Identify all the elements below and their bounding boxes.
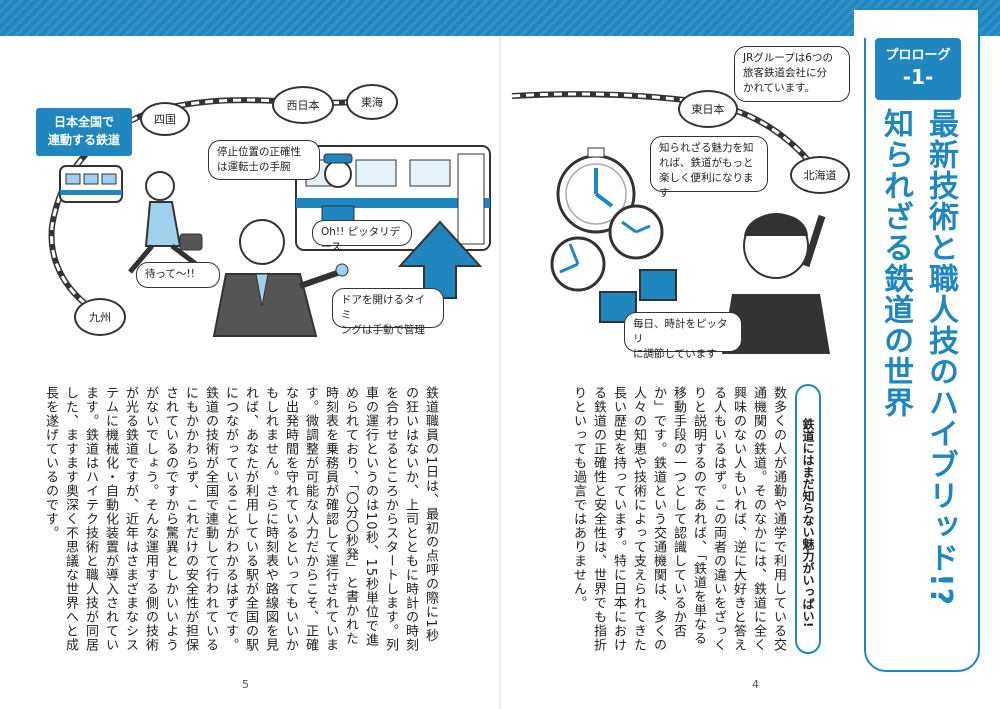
- bubble-line: JRグループは6つの: [743, 52, 833, 64]
- tag-line-1: 日本全国で: [53, 115, 114, 129]
- nationwide-railway-tag: 日本全国で 連動する鉄道: [36, 108, 132, 156]
- bubble-clock: 毎日、時計をピッタリ に調節しています: [624, 312, 742, 360]
- bubble-wait: 待って～!!: [136, 262, 220, 288]
- bubble-line: 停止位置の正確性: [217, 146, 301, 158]
- station-label: 北海道: [803, 169, 837, 182]
- bubble-jr-group: JRグループは6つの 旅客鉄道会社に分 かれています。: [734, 46, 850, 102]
- prologue-number: -1-: [902, 65, 934, 89]
- bubble-charm: 知られざる魅力を知 れば、鉄道がもっと 楽しく便利になります: [650, 136, 768, 199]
- station-label: 西日本: [286, 99, 320, 112]
- section-subheading: 鉄道にはまだ知らない魅力がいっぱい!: [795, 384, 821, 654]
- bubble-door: ドアを開けるタイミ ングは手動で管理: [332, 288, 444, 336]
- chapter-title-line-2: 知られざる鉄道の世界: [878, 108, 913, 418]
- bubble-line: に調節しています: [633, 348, 717, 360]
- chapter-title-panel: [854, 8, 980, 672]
- bubble-line: かれています。: [743, 82, 816, 94]
- body-text-right-page: 数多くの人が通勤や通学で利用している交通機関の鉄道。そのなかには、鉄道に全く興味…: [571, 386, 786, 652]
- station-label: 東海: [361, 96, 383, 109]
- tag-line-2: 連動する鉄道: [47, 133, 120, 147]
- small-train: [59, 165, 123, 203]
- prologue-badge: プロローグ -1-: [875, 38, 961, 100]
- bubble-line: れば、鉄道がもっと: [659, 157, 754, 169]
- station-staff-man: [212, 219, 349, 337]
- chapter-title-line-1: 最新技術と職人技のハイブリッド!?: [923, 108, 958, 607]
- clock-group: [550, 147, 677, 323]
- body-text-left-page: 鉄道職員の1日は、最初の点呼の際に1秒の狂いはないか、上司とともに時計の時刻を合…: [43, 386, 438, 652]
- station-hokkaido: 北海道: [790, 156, 850, 194]
- railway-line-drawing: [48, 91, 830, 354]
- bubble-ok: Oh!! ピッタリデース: [312, 220, 412, 253]
- bubble-line: ングは手動で管理: [341, 324, 425, 336]
- station-label: 東日本: [691, 103, 725, 116]
- station-nishinihon: 西日本: [272, 86, 334, 124]
- station-higashinihon: 東日本: [678, 90, 738, 128]
- prologue-label: プロローグ: [885, 48, 951, 63]
- bubble-stop-position: 停止位置の正確性 は運転士の手腕: [208, 140, 320, 180]
- station-kyushu: 九州: [74, 298, 126, 336]
- station-tokai: 東海: [346, 84, 398, 120]
- bubble-line: 楽しく便利になります: [659, 172, 754, 199]
- page-gutter: [499, 36, 501, 709]
- conductor: [321, 153, 355, 229]
- up-arrow-icon: [397, 220, 483, 299]
- bubble-line: 待って～!!: [145, 268, 195, 280]
- station-shikoku: 四国: [140, 102, 190, 136]
- bubble-line: 毎日、時計をピッタリ: [633, 318, 728, 345]
- bubble-line: 知られざる魅力を知: [659, 142, 754, 154]
- station-label: 四国: [154, 113, 176, 126]
- top-color-band: [0, 0, 1000, 36]
- page-number-left: 5: [242, 678, 249, 691]
- illustration: 日本全国で 連動する鉄道 四国 西日本 東海 九州 東日本 北海道 停止位置の正…: [0, 36, 1000, 366]
- boy-character: [722, 213, 830, 354]
- page-number-right: 4: [752, 678, 759, 691]
- running-man: [128, 171, 203, 274]
- bubble-line: 旅客鉄道会社に分: [743, 67, 827, 79]
- bubble-line: は運転士の手腕: [217, 161, 291, 173]
- bubble-line: Oh!! ピッタリデース: [321, 226, 401, 253]
- bubble-line: ドアを開けるタイミ: [341, 294, 425, 321]
- station-label: 九州: [89, 311, 111, 324]
